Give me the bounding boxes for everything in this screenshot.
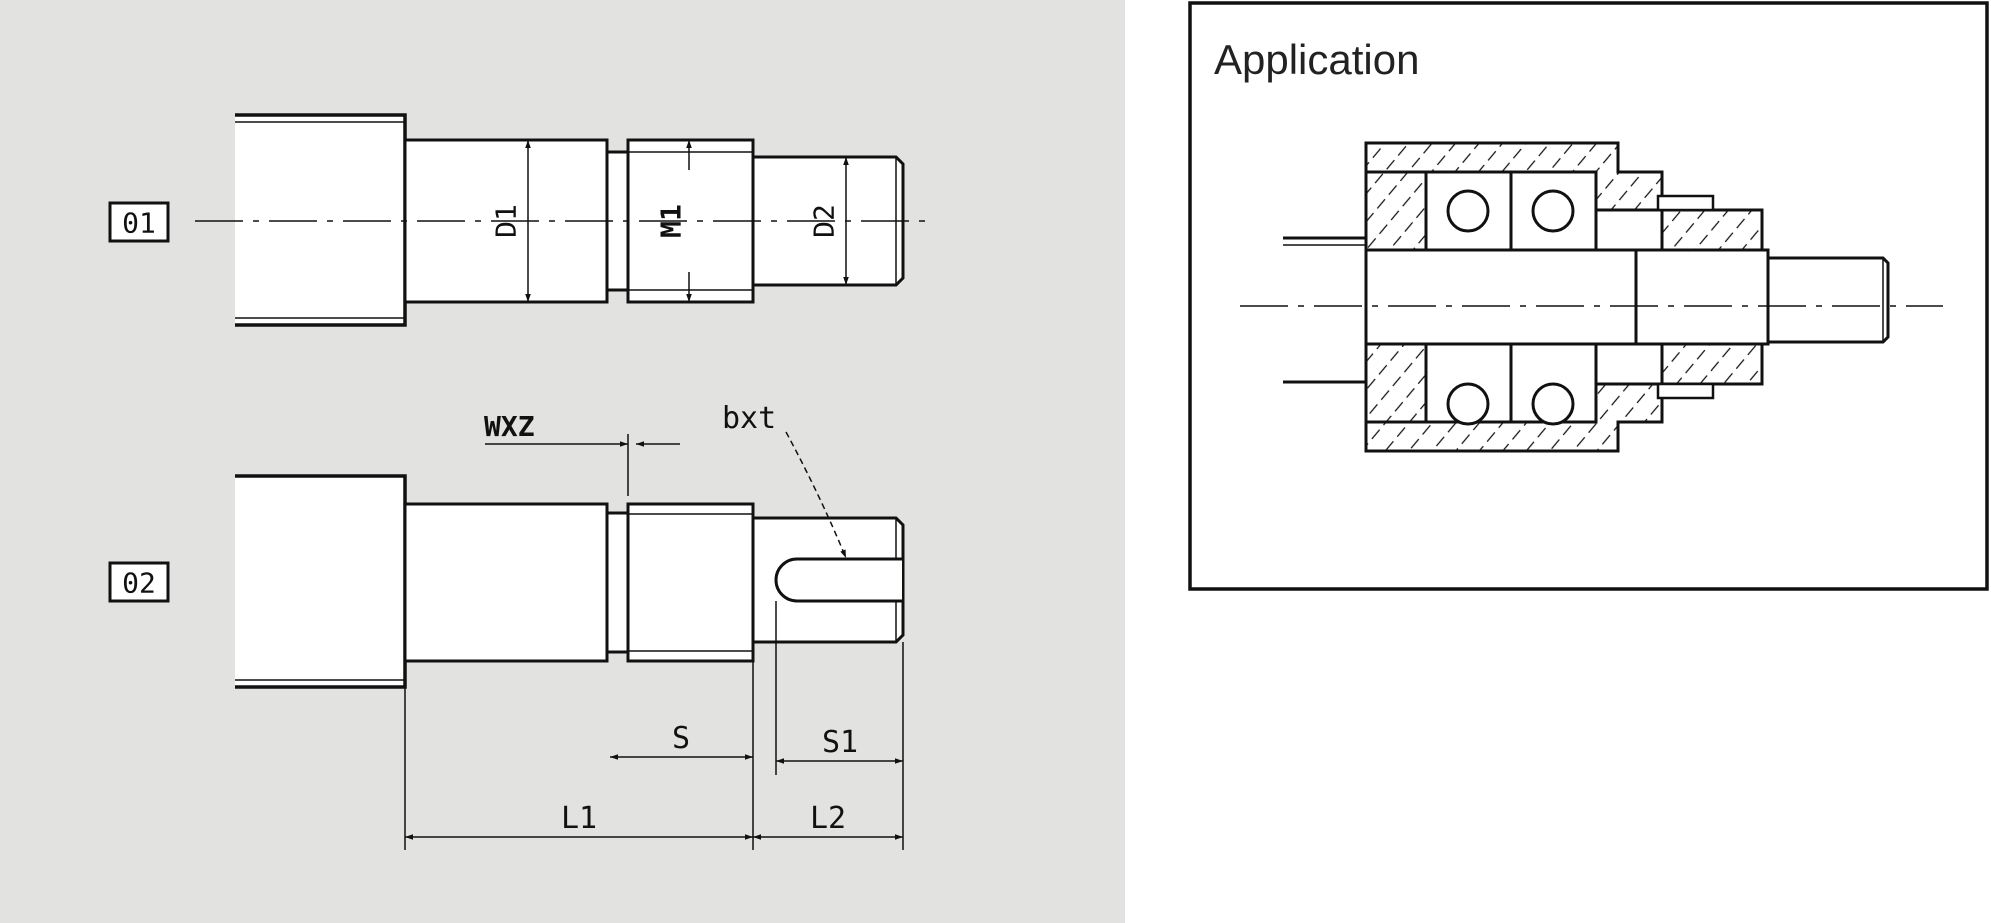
seal-upper [1656,194,1715,212]
keyway-slot [774,557,902,603]
variant-box-01 [108,201,170,243]
ball-upper-right [1531,189,1575,233]
shaft-drawings-svg: D1 M1 D2 01 02 WXZ bxt [0,0,1125,923]
application-svg: Application [1188,1,1989,591]
seal-lower [1656,382,1715,400]
shaft-drawings-panel: D1 M1 D2 01 02 WXZ bxt [0,0,1125,923]
application-shaft-end [1766,256,1890,344]
housing-left-lower [1364,342,1428,424]
lock-nut-upper [1660,208,1764,252]
ball-lower-right [1531,382,1575,426]
lock-nut-lower [1660,342,1764,386]
housing-left-upper [1364,170,1428,252]
dimension-wxz [485,434,680,496]
label-s1: S1 [822,725,858,760]
shaft-01-body [235,113,407,327]
shaft-02-body [235,474,407,689]
variant-label-01: 01 [122,207,156,240]
application-title: Application [1214,36,1419,83]
shaft-02-thread [626,502,755,663]
application-shaft-thread [1634,248,1770,346]
variant-box-02 [108,561,170,603]
ball-upper-left [1446,189,1490,233]
label-l1: L1 [561,801,597,836]
label-bxt: bxt [722,401,776,436]
application-panel: Application [1188,0,1991,923]
label-m1: M1 [655,204,688,238]
label-d2: D2 [808,204,841,238]
label-d1: D1 [490,204,523,238]
application-shaft-main [1364,248,1668,346]
bearing-assembly [1283,141,1890,453]
panel-background [0,0,1125,923]
shaft-02-main-section [403,502,609,663]
label-s: S [672,721,690,756]
leader-bxt [785,431,847,559]
variant-label-02: 02 [122,567,156,600]
shaft-variant-02 [235,474,905,689]
label-wxz: WXZ [484,410,535,443]
label-l2: L2 [810,801,846,836]
extension-lines [404,601,904,850]
application-shaft-left [1283,236,1366,384]
ball-lower-left [1446,382,1490,426]
shaft-02-groove [605,511,630,654]
